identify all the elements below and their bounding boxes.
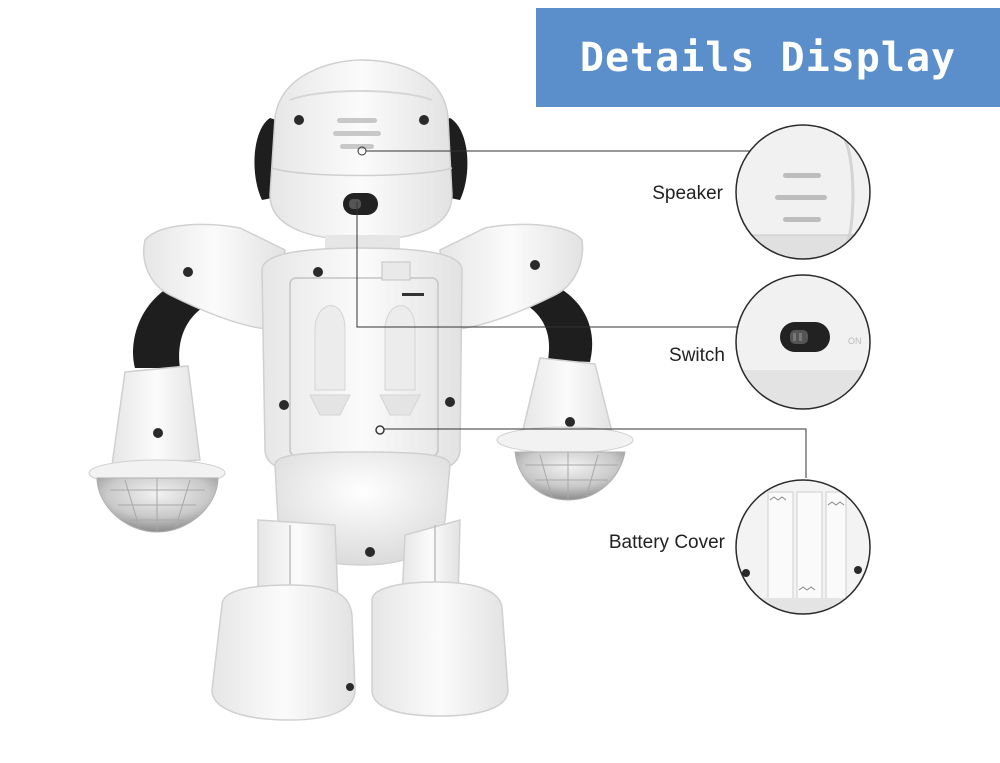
battery-detail [735,479,871,615]
banner-title: Details Display [579,34,957,81]
speaker-label: Speaker [652,183,723,204]
right-disco-light [514,451,626,501]
right-arm [528,282,593,362]
robot-head [269,59,453,241]
speaker-detail [735,124,871,260]
right-shoulder [439,223,584,331]
left-hand [111,365,201,466]
switch-detail: ON [735,274,871,410]
switch-label: Switch [669,345,725,366]
title-banner: Details Display [536,8,1000,107]
callout-lines [356,146,807,478]
robot-torso [261,247,463,479]
robot [88,59,634,721]
right-foot [371,581,509,717]
battery-cover-label: Battery Cover [608,532,725,553]
left-shoulder [143,223,286,331]
left-foot [211,584,356,721]
svg-text:ON: ON [848,336,862,346]
